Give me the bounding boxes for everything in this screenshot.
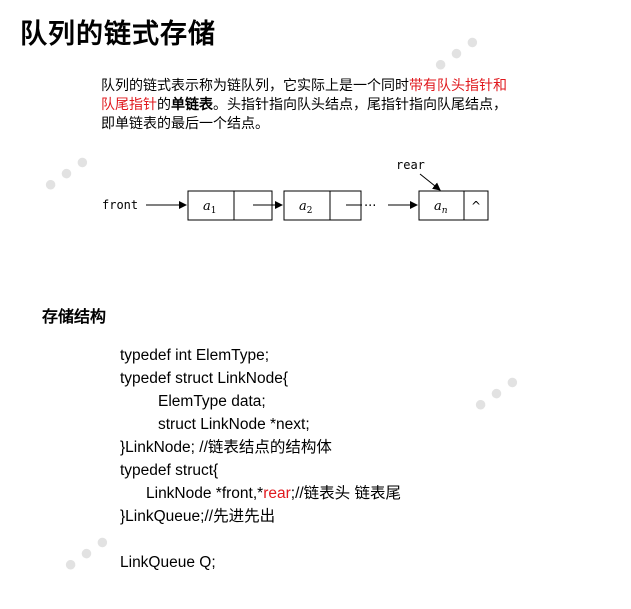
code-fragment: LinkNode *front,* — [146, 485, 264, 502]
code-line: typedef struct{ — [120, 462, 219, 479]
code-fragment: ;//链表头 链表尾 — [290, 485, 401, 502]
code-line: struct LinkNode *next; — [158, 416, 310, 433]
page-title: 队列的链式存储 — [20, 19, 216, 50]
rear-arrow — [419, 173, 441, 191]
linked-queue-diagram: front a1 a2 ··· an ^ rear — [102, 158, 489, 221]
front-label: front — [102, 198, 138, 212]
watermark: ● ● ● — [427, 27, 485, 78]
code-line: }LinkQueue;//先进先出 — [120, 508, 276, 525]
intro-text-1: 队列的链式表示称为链队列，它实际上是一个同时 — [101, 78, 409, 94]
ellipsis: ··· — [364, 199, 376, 214]
intro-bold: 单链表 — [171, 97, 213, 113]
intro-text-2: 的 — [157, 97, 171, 113]
null-mark: ^ — [471, 199, 481, 213]
node-n-label: an — [434, 199, 448, 216]
code-line: }LinkNode; //链表结点的结构体 — [120, 439, 332, 456]
code-line: typedef int ElemType; — [120, 347, 270, 364]
code-line: LinkNode *front,*rear;//链表头 链表尾 — [120, 482, 401, 505]
intro-highlight: 带有队头指针和队尾指针 — [101, 78, 507, 113]
rear-label: rear — [396, 158, 425, 172]
node-2-label: a2 — [299, 199, 313, 216]
intro-paragraph: 队列的链式表示称为链队列，它实际上是一个同时带有队头指针和队尾指针的单链表。头指… — [101, 77, 511, 134]
code-gap — [120, 528, 401, 551]
code-highlight: rear — [263, 485, 291, 502]
section-title: 存储结构 — [42, 307, 107, 326]
node-1-label: a1 — [203, 199, 217, 216]
code-line: LinkQueue Q; — [120, 554, 216, 571]
watermark: ● ● ● — [467, 367, 525, 418]
code-block: typedef int ElemType; typedef struct Lin… — [120, 344, 401, 574]
watermark: ● ● ● — [57, 527, 115, 578]
code-line: typedef struct LinkNode{ — [120, 370, 289, 387]
intro-text-3: 。头指针指向队头结点，尾指针指向队尾结点，即单链表的最后一个结点。 — [101, 97, 507, 132]
code-line: ElemType data; — [158, 393, 266, 410]
node-n-box — [418, 190, 489, 221]
